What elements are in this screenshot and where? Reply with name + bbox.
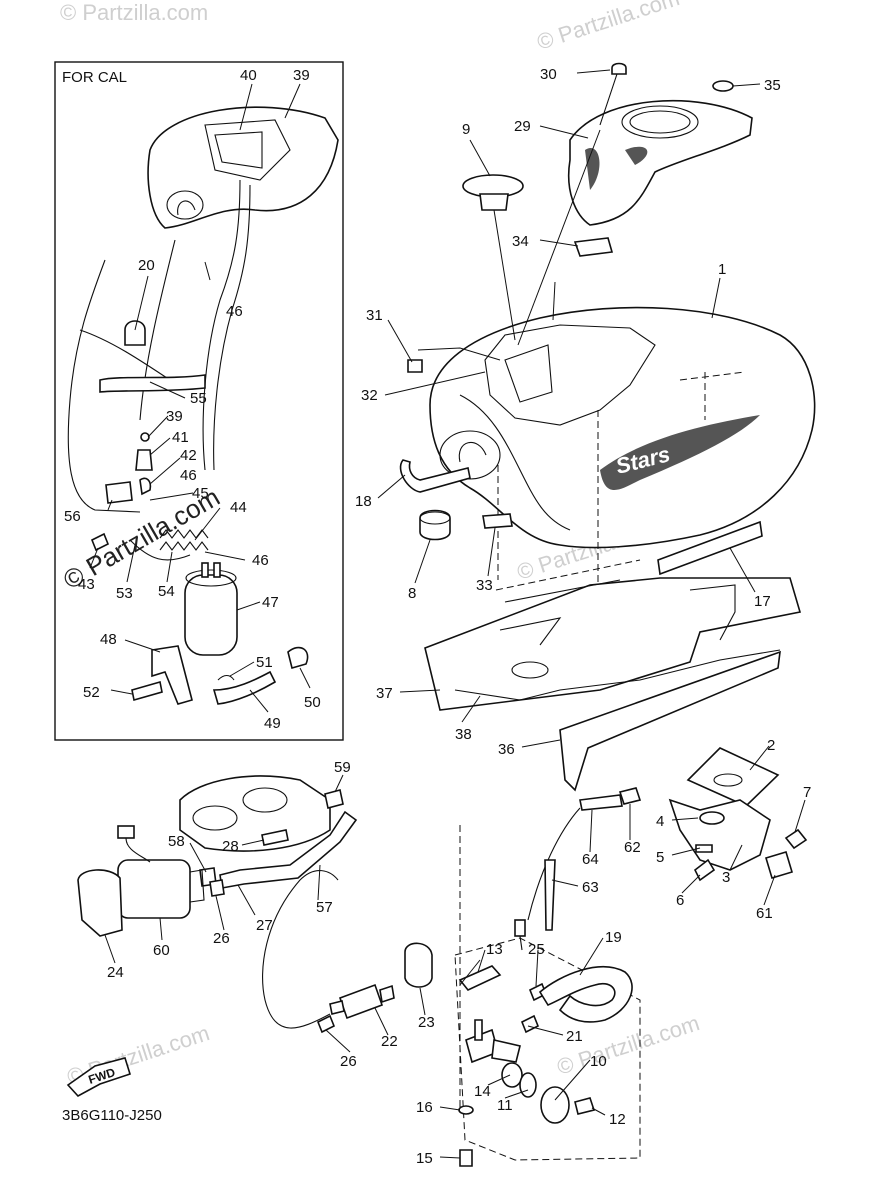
diagram-code: 3B6G110-J250 (62, 1107, 162, 1124)
callout-59: 59 (334, 759, 351, 776)
callout-5: 5 (656, 849, 664, 866)
callout-31: 31 (366, 307, 383, 324)
callout-9: 9 (462, 121, 470, 138)
callout-54: 54 (158, 583, 175, 600)
callout-14: 14 (474, 1083, 491, 1100)
callout-15: 15 (416, 1150, 433, 1167)
callout-29: 29 (514, 118, 531, 135)
callout-39b: 39 (166, 408, 183, 425)
callout-46c: 46 (252, 552, 269, 569)
callout-45: 45 (192, 485, 209, 502)
callout-34: 34 (512, 233, 529, 250)
callout-46b: 46 (180, 467, 197, 484)
callout-40: 40 (240, 67, 257, 84)
callout-50: 50 (304, 694, 321, 711)
callout-6: 6 (676, 892, 684, 909)
callout-46: 46 (226, 303, 243, 320)
fwd-arrow: FWD (66, 1057, 131, 1098)
callout-27: 27 (256, 917, 273, 934)
spring-coil (159, 529, 209, 551)
callout-58: 58 (168, 833, 185, 850)
watermark: © Partzilla.com (60, 0, 208, 25)
callout-53: 53 (116, 585, 133, 602)
callout-48: 48 (100, 631, 117, 648)
callout-38: 38 (455, 726, 472, 743)
callout-47: 47 (262, 594, 279, 611)
callout-42: 42 (180, 447, 197, 464)
callout-28: 28 (222, 838, 239, 855)
callout-57: 57 (316, 899, 333, 916)
callout-7: 7 (803, 784, 811, 801)
callout-52: 52 (83, 684, 100, 701)
callout-13: 13 (486, 941, 503, 958)
callout-63: 63 (582, 879, 599, 896)
callout-37: 37 (376, 685, 393, 702)
callout-20: 20 (138, 257, 155, 274)
callout-4: 4 (656, 813, 664, 830)
callout-41: 41 (172, 429, 189, 446)
fuel-tank-assembly: Stars (77, 62, 816, 1167)
callout-61: 61 (756, 905, 773, 922)
callout-44: 44 (230, 499, 247, 516)
callout-10: 10 (590, 1053, 607, 1070)
callout-3: 3 (722, 869, 730, 886)
callout-30: 30 (540, 66, 557, 83)
callout-19: 19 (605, 929, 622, 946)
callout-numbers: 1 2 3 4 5 6 7 8 9 10 11 12 13 14 15 16 1… (64, 66, 811, 1167)
watermark: © Partzilla.com (534, 0, 683, 55)
callout-8: 8 (408, 585, 416, 602)
callout-24: 24 (107, 964, 124, 981)
callout-60: 60 (153, 942, 170, 959)
callout-64: 64 (582, 851, 599, 868)
callout-43: 43 (78, 576, 95, 593)
callout-21: 21 (566, 1028, 583, 1045)
inset-title: FOR CAL (62, 69, 127, 86)
callout-51: 51 (256, 654, 273, 671)
callout-49: 49 (264, 715, 281, 732)
callout-56: 56 (64, 508, 81, 525)
callout-32: 32 (361, 387, 378, 404)
callout-62: 62 (624, 839, 641, 856)
callout-26: 26 (213, 930, 230, 947)
callout-22: 22 (381, 1033, 398, 1050)
callout-39: 39 (293, 67, 310, 84)
callout-18: 18 (355, 493, 372, 510)
callout-33: 33 (476, 577, 493, 594)
callout-1: 1 (718, 261, 726, 278)
callout-55: 55 (190, 390, 207, 407)
callout-16: 16 (416, 1099, 433, 1116)
callout-25: 25 (528, 941, 545, 958)
callout-26b: 26 (340, 1053, 357, 1070)
cal-inset: FOR CAL (54, 61, 344, 741)
callout-36: 36 (498, 741, 515, 758)
callout-12: 12 (609, 1111, 626, 1128)
callout-35: 35 (764, 77, 781, 94)
callout-17: 17 (754, 593, 771, 610)
callout-23: 23 (418, 1014, 435, 1031)
callout-2: 2 (767, 737, 775, 754)
callout-11: 11 (497, 1097, 513, 1114)
